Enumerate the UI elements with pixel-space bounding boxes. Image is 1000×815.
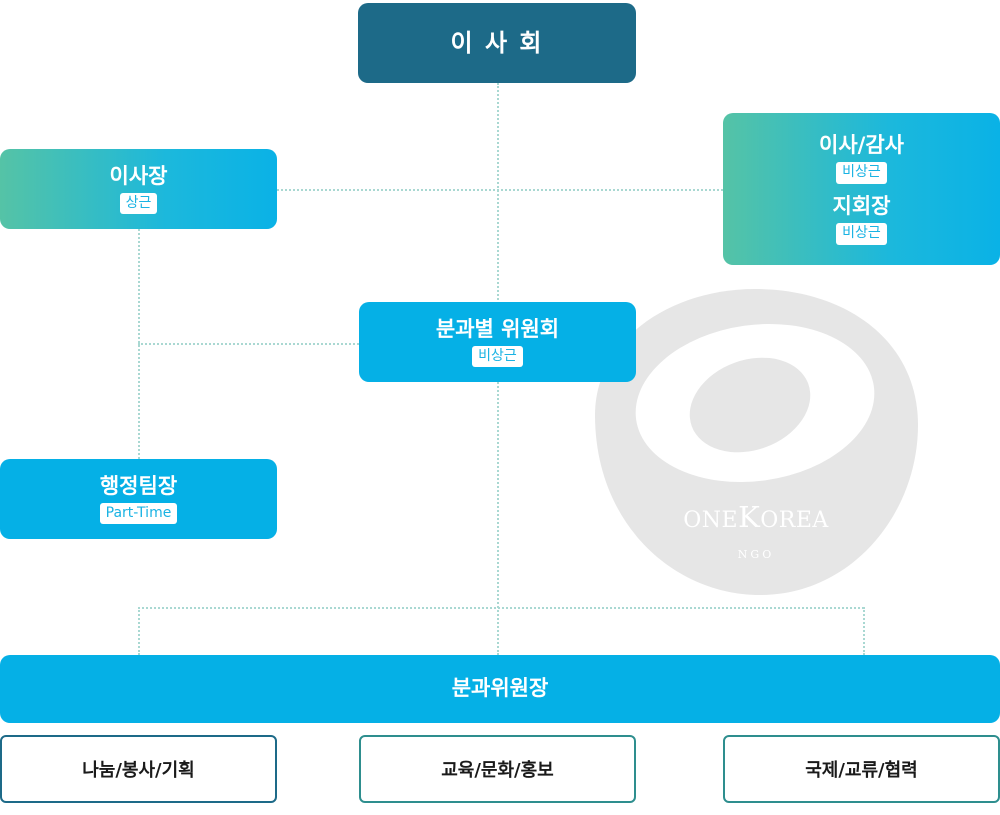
chairman-box: 이사장 상근: [0, 149, 277, 229]
admin-lead-box: 행정팀장 Part-Time: [0, 459, 277, 539]
logo-word: ONEKOREA: [683, 500, 829, 534]
connector-divisions-right: [863, 607, 865, 655]
onekorea-logo: ONEKOREA NGO: [595, 289, 918, 595]
directors-badge: 비상근: [836, 162, 887, 184]
division-heads-bar: 분과위원장: [0, 655, 1000, 723]
committee-badge: 비상근: [472, 345, 523, 368]
chairman-badge: 상근: [119, 192, 158, 215]
admin-lead-badge: Part-Time: [99, 502, 178, 525]
division-box-sharing: 나눔/봉사/기획: [0, 735, 277, 803]
division-box-education: 교육/문화/홍보: [359, 735, 636, 803]
division-label: 나눔/봉사/기획: [82, 760, 195, 781]
directors-title: 이사/감사: [819, 133, 904, 158]
board-title: 이 사 회: [450, 28, 544, 57]
board-box: 이 사 회: [358, 3, 636, 83]
branch-head-badge: 비상근: [836, 223, 887, 245]
division-box-international: 국제/교류/협력: [723, 735, 1000, 803]
branch-head-title: 지회장: [832, 194, 891, 218]
committee-title: 분과별 위원회: [435, 316, 560, 341]
admin-lead-title: 행정팀장: [99, 473, 178, 498]
chairman-title: 이사장: [109, 163, 168, 188]
connector-committee: [138, 343, 359, 345]
division-label: 국제/교류/협력: [805, 760, 918, 781]
directors-box: 이사/감사 비상근 지회장 비상근: [723, 113, 1000, 265]
connector-divisions-left: [138, 607, 140, 655]
division-heads-title: 분과위원장: [451, 676, 549, 701]
connector-chairman-directors: [277, 189, 723, 191]
logo-sub: NGO: [738, 548, 774, 561]
division-label: 교육/문화/홍보: [441, 760, 554, 781]
committee-box: 분과별 위원회 비상근: [359, 302, 636, 382]
connector-divisions-horizontal: [138, 607, 864, 609]
